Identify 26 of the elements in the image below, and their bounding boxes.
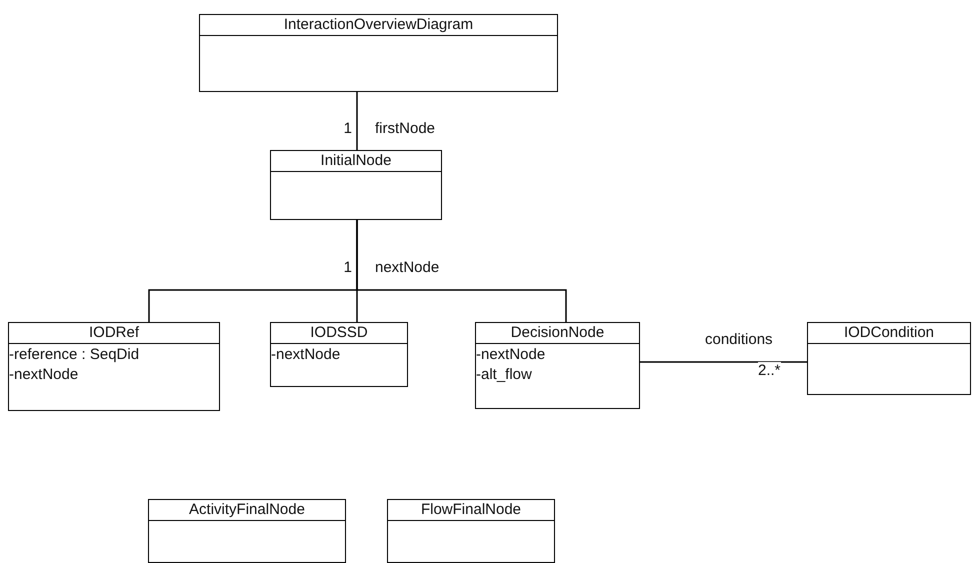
class-box — [8, 322, 220, 411]
multiplicity-label: 1 — [344, 259, 352, 277]
class-name: IODRef — [88, 324, 139, 341]
class-name: InitialNode — [320, 152, 392, 169]
association-line — [356, 220, 567, 322]
class-box — [475, 322, 640, 409]
class-box — [387, 499, 555, 563]
class-box — [270, 150, 442, 220]
class-name: DecisionNode — [510, 324, 604, 341]
association-line — [640, 361, 807, 363]
attribute: -nextNode — [476, 345, 546, 365]
class-box — [148, 499, 346, 563]
class-name: InteractionOverviewDiagram — [284, 16, 474, 33]
class-name: FlowFinalNode — [420, 501, 522, 518]
attribute: -alt_flow — [476, 365, 533, 385]
class-box — [199, 14, 558, 92]
class-box — [807, 322, 971, 395]
class-name: IODSSD — [310, 324, 368, 341]
class-box — [270, 322, 408, 387]
association-line — [356, 92, 358, 150]
class-name: ActivityFinalNode — [189, 501, 305, 518]
attribute: -reference : SeqDid — [9, 345, 140, 365]
class-name: IODCondition — [844, 324, 934, 341]
multiplicity-label: 1 — [344, 120, 352, 138]
attribute: -nextNode — [271, 345, 342, 365]
attribute: -nextNode — [9, 365, 80, 385]
